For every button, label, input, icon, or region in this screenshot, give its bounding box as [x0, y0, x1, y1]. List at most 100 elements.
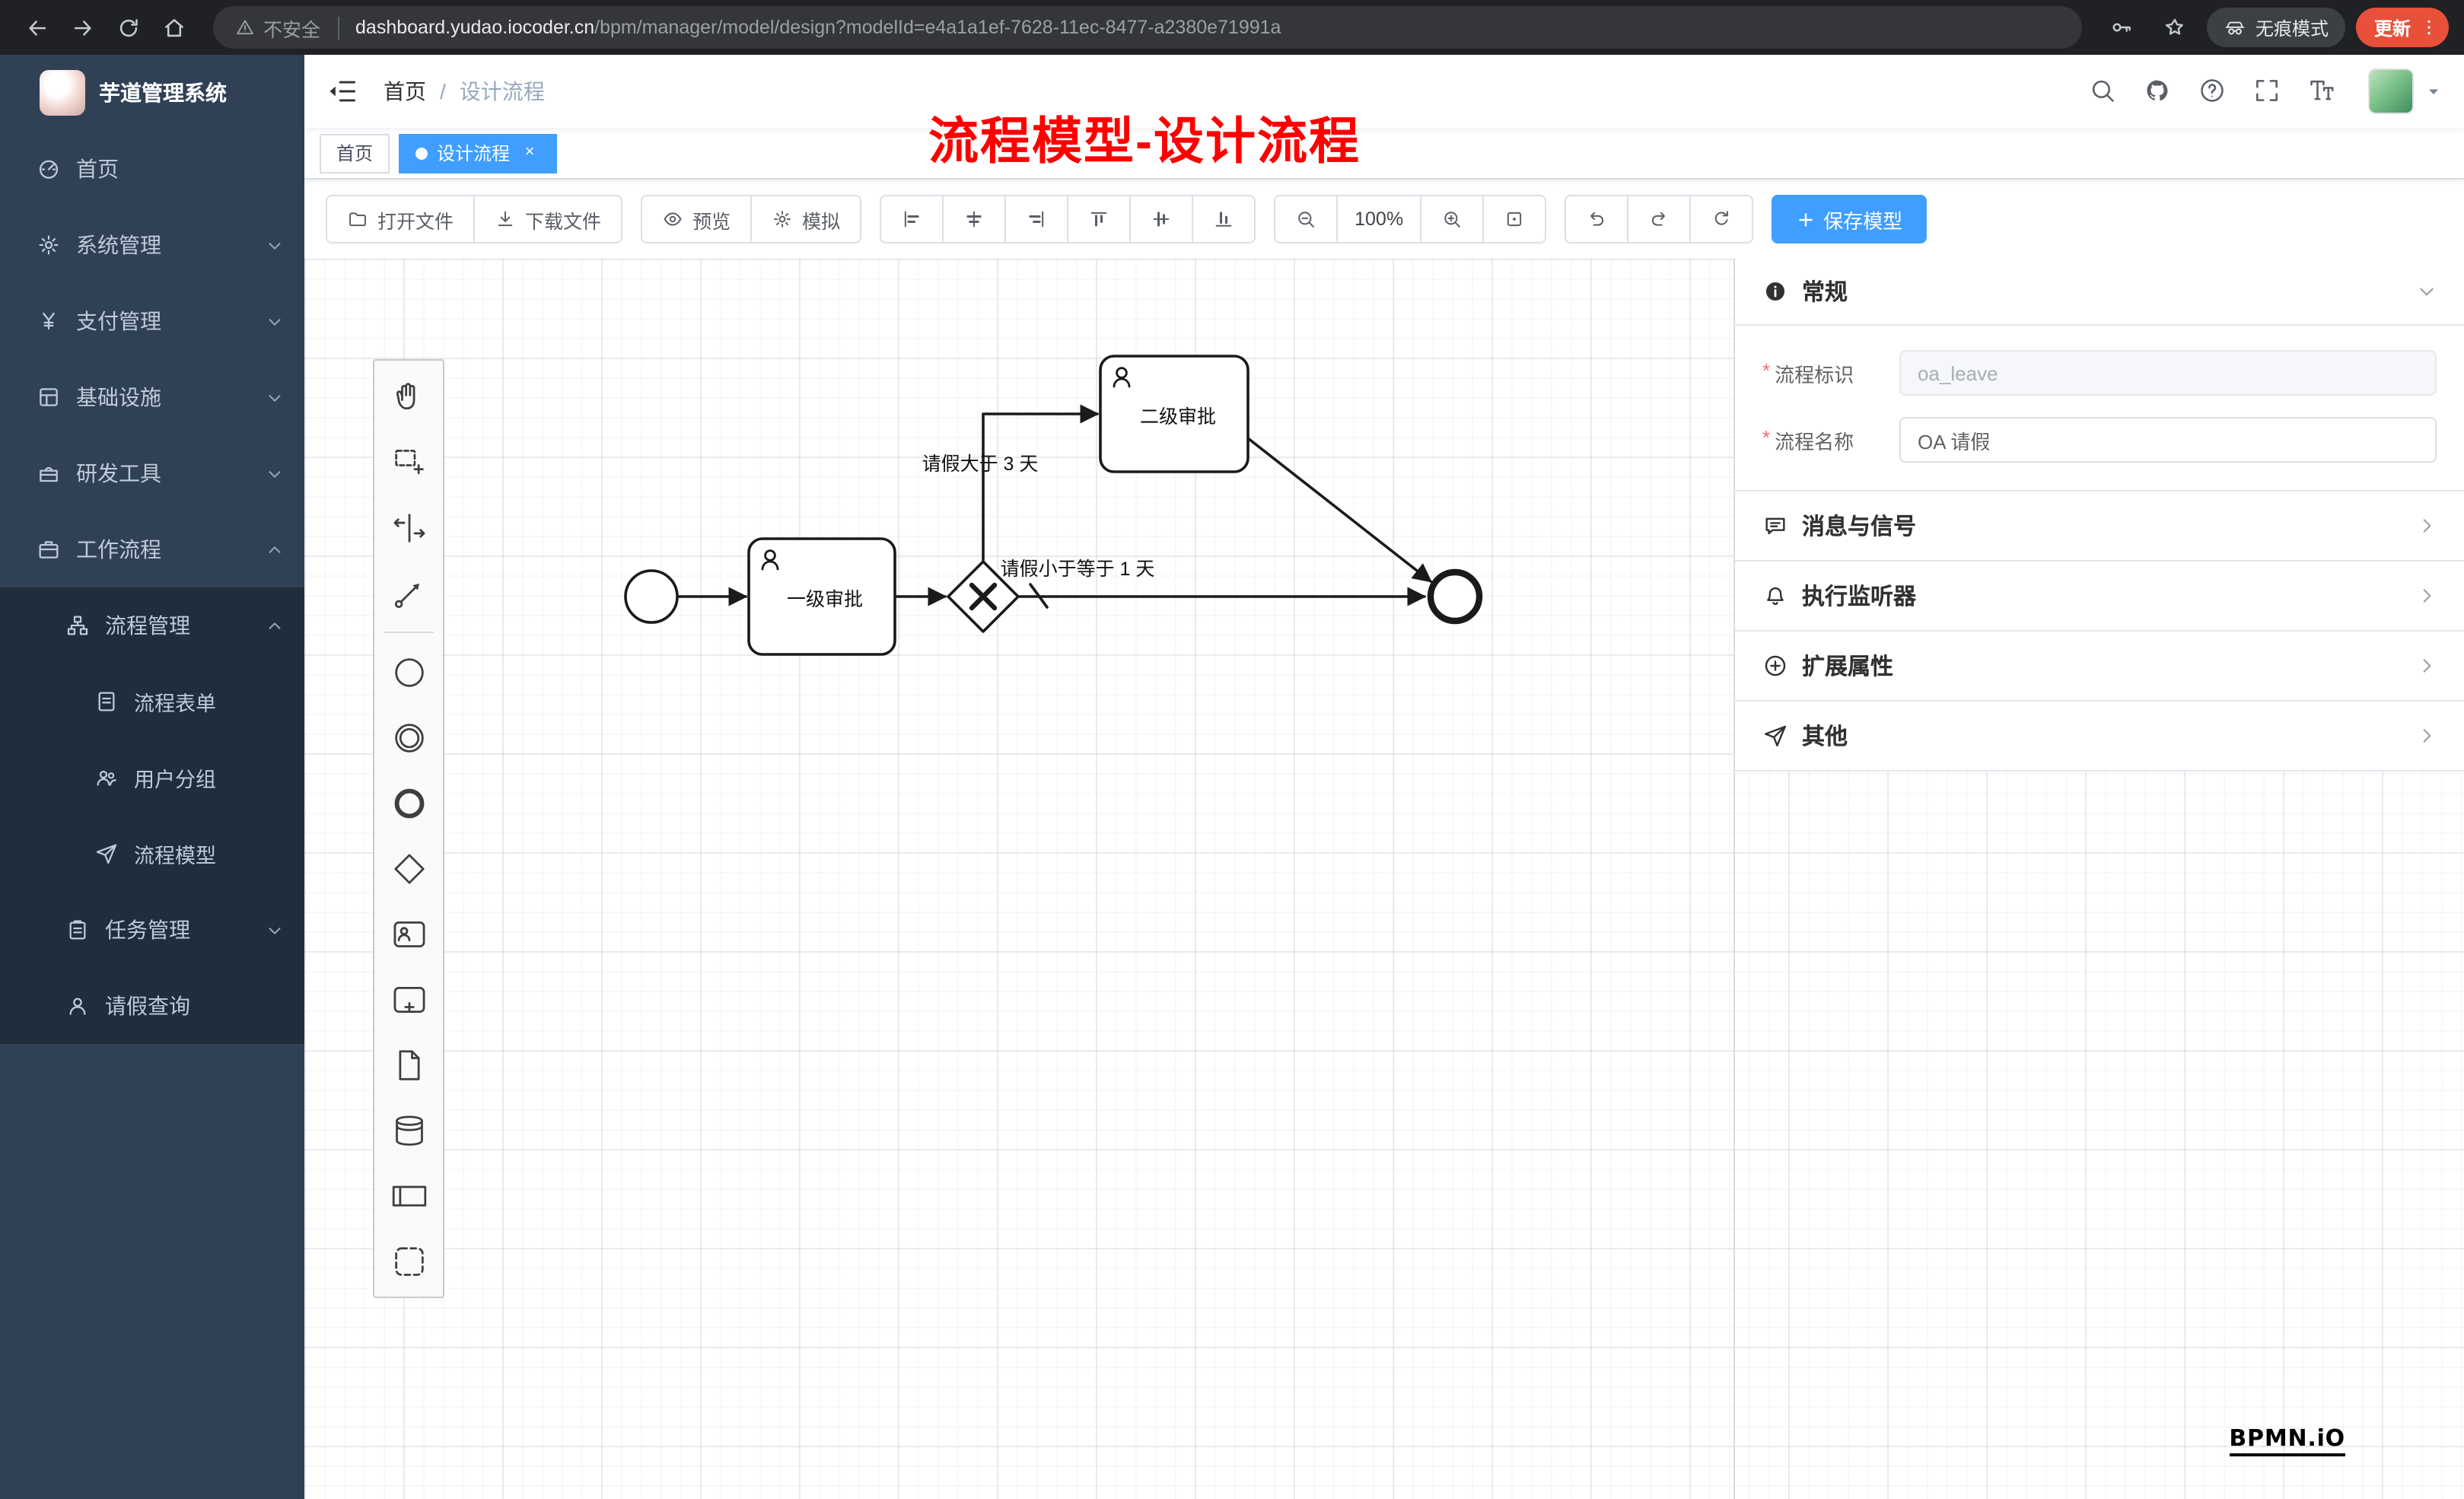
sidebar-item-leave-query[interactable]: 请假查询: [0, 968, 304, 1044]
sidebar-item-home[interactable]: 首页: [0, 131, 304, 207]
palette-global-connect-tool[interactable]: [374, 560, 443, 625]
palette-data-object[interactable]: [374, 1032, 443, 1097]
incognito-badge: 无痕模式: [2206, 8, 2345, 47]
sidebar-item-task-management[interactable]: 任务管理: [0, 892, 304, 968]
process-name-input[interactable]: [1899, 417, 2437, 463]
sidebar-item-devtools[interactable]: 研发工具: [0, 435, 304, 511]
palette-group[interactable]: [374, 1228, 443, 1294]
font-size-button[interactable]: [2307, 76, 2338, 107]
align-center-button[interactable]: [942, 195, 1007, 243]
align-bottom-button[interactable]: [1192, 195, 1256, 243]
align-top-button[interactable]: [1067, 195, 1132, 243]
panel-section-others[interactable]: 其他: [1735, 702, 2464, 772]
save-model-button[interactable]: 保存模型: [1772, 195, 1928, 243]
zoom-reset-button[interactable]: [1482, 195, 1547, 243]
browser-forward-button[interactable]: [61, 6, 103, 49]
sidebar-item-process-form[interactable]: 流程表单: [0, 664, 304, 740]
sidebar-item-user-group[interactable]: 用户分组: [0, 740, 304, 816]
palette-user-task[interactable]: [374, 901, 443, 966]
palette-intermediate-event[interactable]: [374, 705, 443, 770]
zoom-in-button[interactable]: [1420, 195, 1485, 243]
panel-section-extensions[interactable]: 扩展属性: [1735, 632, 2464, 702]
browser-reload-button[interactable]: [107, 6, 149, 49]
tab-home[interactable]: 首页: [320, 133, 390, 173]
tab-close-icon[interactable]: ×: [524, 143, 535, 161]
security-indicator[interactable]: 不安全: [234, 13, 320, 42]
flow-task2-to-end[interactable]: [1246, 437, 1432, 583]
refresh-icon: [1714, 211, 1729, 225]
breadcrumb-home[interactable]: 首页: [384, 79, 426, 103]
browser-back-button[interactable]: [15, 6, 58, 49]
sidebar-item-process-model[interactable]: 流程模型: [0, 816, 304, 892]
bpmn-io-logo[interactable]: BPMN.iO: [2229, 1424, 2345, 1456]
palette-participant[interactable]: [374, 1163, 443, 1228]
user-task-level2[interactable]: [1099, 355, 1250, 473]
sidebar-item-infra[interactable]: 基础设施: [0, 359, 304, 435]
send-icon: [1762, 723, 1788, 749]
address-bar[interactable]: 不安全 dashboard.yudao.iocoder.cn/bpm/manag…: [213, 6, 2082, 49]
zoom-out-button[interactable]: [1274, 195, 1339, 243]
palette-space-tool[interactable]: [374, 495, 443, 560]
align-left-button[interactable]: [880, 195, 944, 243]
panel-section-general[interactable]: 常规: [1735, 259, 2464, 326]
zoom-level[interactable]: 100%: [1336, 195, 1422, 243]
align-right-button[interactable]: [1004, 195, 1069, 243]
active-tab-dot: [415, 147, 428, 159]
redo-button[interactable]: [1627, 195, 1692, 243]
panel-section-messages[interactable]: 消息与信号: [1735, 492, 2464, 562]
breadcrumb-current: 设计流程: [459, 79, 545, 103]
fullscreen-button[interactable]: [2252, 76, 2283, 107]
preview-button[interactable]: 预览: [641, 195, 753, 243]
palette-gateway[interactable]: [374, 835, 443, 901]
font-size-icon: [2310, 80, 2334, 100]
process-key-input[interactable]: [1899, 350, 2437, 396]
sidebar-item-process-management[interactable]: 流程管理: [0, 587, 304, 664]
palette-subprocess[interactable]: [374, 966, 443, 1032]
data-store-icon: [395, 1115, 422, 1145]
restart-button[interactable]: [1689, 195, 1754, 243]
app-logo-row[interactable]: 芋道管理系统: [0, 55, 304, 131]
sidebar-collapse-button[interactable]: [326, 75, 359, 108]
breadcrumb-separator: /: [440, 79, 446, 103]
header-search-button[interactable]: [2088, 76, 2119, 107]
browser-home-button[interactable]: [152, 6, 195, 49]
browser-update-menu-button[interactable]: 更新: [2355, 8, 2449, 47]
participant-icon: [391, 1185, 426, 1206]
sidebar: 芋道管理系统 首页 系统管理 支付管理: [0, 55, 304, 1499]
palette-start-event[interactable]: [374, 639, 443, 705]
palette-end-event[interactable]: [374, 770, 443, 835]
user-menu[interactable]: [2362, 68, 2443, 114]
download-file-button[interactable]: 下载文件: [473, 195, 623, 243]
github-link-button[interactable]: [2143, 76, 2173, 107]
user-task-level1[interactable]: [747, 537, 896, 656]
simulate-button[interactable]: 模拟: [750, 195, 862, 243]
exclusive-gateway-shape[interactable]: [947, 560, 1020, 633]
end-event-shape[interactable]: [1427, 568, 1483, 625]
tab-design-process[interactable]: 设计流程 ×: [399, 133, 558, 173]
bpmn-canvas[interactable]: 一级审批 二级审批 请假大于 3 天 请假小于等于 1 天 常规: [304, 259, 2464, 1499]
start-event-shape[interactable]: [624, 569, 679, 624]
password-manager-button[interactable]: [2100, 6, 2143, 49]
flow-gt3-label[interactable]: 请假大于 3 天: [922, 454, 1039, 475]
palette-data-store[interactable]: [374, 1097, 443, 1163]
panel-section-listeners[interactable]: 执行监听器: [1735, 562, 2464, 632]
help-button[interactable]: [2198, 76, 2228, 107]
sidebar-item-payment[interactable]: 支付管理: [0, 283, 304, 359]
end-event-icon: [393, 788, 424, 818]
zoom-out-icon: [1298, 212, 1315, 228]
palette-lasso-tool[interactable]: [374, 429, 443, 495]
flow-gateway-to-task2[interactable]: [982, 404, 1100, 562]
document-icon: [94, 689, 119, 714]
palette-separator: [384, 632, 434, 633]
page-url: dashboard.yudao.iocoder.cn/bpm/manager/m…: [355, 17, 1281, 38]
undo-button[interactable]: [1565, 195, 1629, 243]
flow-le1-label[interactable]: 请假小于等于 1 天: [1001, 559, 1155, 580]
bookmark-button[interactable]: [2154, 6, 2196, 49]
palette-hand-tool[interactable]: [374, 364, 443, 429]
align-middle-button[interactable]: [1129, 195, 1194, 243]
open-file-button[interactable]: 打开文件: [326, 195, 476, 243]
chevron-right-icon: [2417, 656, 2437, 676]
sidebar-item-workflow[interactable]: 工作流程: [0, 511, 304, 587]
sidebar-item-system[interactable]: 系统管理: [0, 207, 304, 283]
